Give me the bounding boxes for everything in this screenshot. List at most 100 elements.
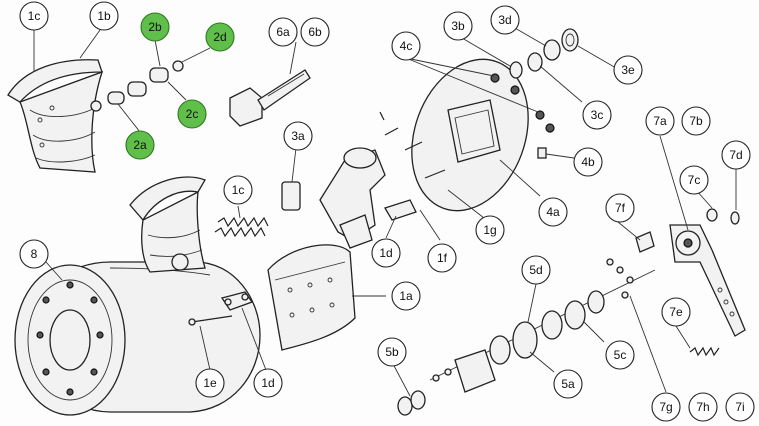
return-spring-mid xyxy=(214,216,269,238)
callout-circle xyxy=(253,368,283,398)
callout-1b: 1b xyxy=(89,1,119,31)
callout-circle xyxy=(645,106,675,136)
callout-2d: 2d xyxy=(205,22,235,52)
callout-1f: 1f xyxy=(427,243,457,273)
callout-3e: 3e xyxy=(613,55,643,85)
callout-label: 2d xyxy=(213,30,226,44)
callout-label: 1f xyxy=(437,251,448,265)
callout-label: 7a xyxy=(653,114,667,128)
callout-circle xyxy=(538,197,568,227)
callout-circle xyxy=(490,5,520,35)
callout-circle xyxy=(125,130,155,160)
callout-label: 1g xyxy=(483,223,496,237)
brake-shoe-lined xyxy=(267,244,356,351)
camshaft xyxy=(229,69,311,127)
callout-label: 4a xyxy=(546,205,560,219)
callout-label: 5b xyxy=(385,345,399,359)
callout-circle xyxy=(613,55,643,85)
callout-label: 3d xyxy=(498,13,511,27)
callout-label: 6a xyxy=(276,25,290,39)
callout-label: 7e xyxy=(669,305,683,319)
bushings-pins xyxy=(90,60,184,112)
callout-8: 8 xyxy=(19,239,49,269)
callout-5b: 5b xyxy=(377,337,407,367)
callout-7f: 7f xyxy=(605,193,635,223)
callout-label: 2b xyxy=(148,20,162,34)
callout-5d: 5d xyxy=(521,255,551,285)
callout-label: 8 xyxy=(31,247,38,261)
callout-label: 5d xyxy=(529,263,542,277)
callout-3d: 3d xyxy=(490,5,520,35)
brake-shoe-top xyxy=(7,59,104,173)
camshaft-bracket xyxy=(429,258,656,393)
callout-circle xyxy=(573,147,603,177)
callout-circle xyxy=(679,165,709,195)
callout-circle xyxy=(651,392,681,422)
callout-circle xyxy=(605,193,635,223)
callout-7b: 7b xyxy=(681,106,711,136)
callout-label: 1a xyxy=(399,289,413,303)
callout-label: 6b xyxy=(308,25,322,39)
slack-adjuster xyxy=(635,208,746,357)
callout-label: 2c xyxy=(186,107,199,121)
callout-label: 1c xyxy=(28,9,41,23)
callout-circle xyxy=(283,121,313,151)
callout-label: 3e xyxy=(621,63,635,77)
callout-label: 5a xyxy=(561,377,575,391)
brake-shoe-middle xyxy=(129,176,206,273)
callout-1e: 1e xyxy=(195,368,225,398)
callout-label: 7b xyxy=(689,114,703,128)
brake-drum xyxy=(14,261,261,416)
callout-circle xyxy=(661,297,691,327)
callout-label: 1d xyxy=(379,246,392,260)
callout-circle xyxy=(300,17,330,47)
callout-circle xyxy=(205,22,235,52)
callout-label: 1e xyxy=(203,376,217,390)
callout-7i: 7i xyxy=(725,392,755,422)
callout-3c: 3c xyxy=(582,100,612,130)
callout-2b: 2b xyxy=(140,12,170,42)
callout-3a: 3a xyxy=(283,121,313,151)
callout-2a: 2a xyxy=(125,130,155,160)
spider-bracket xyxy=(281,147,386,249)
callout-7c: 7c xyxy=(679,165,709,195)
callout-1d-bot: 1d xyxy=(253,368,283,398)
callout-circle xyxy=(371,238,401,268)
callout-label: 3b xyxy=(451,19,465,33)
callout-label: 7d xyxy=(729,148,742,162)
callout-1d-mid: 1d xyxy=(371,238,401,268)
callout-circle xyxy=(223,175,253,205)
callout-circle xyxy=(140,12,170,42)
callout-label: 4b xyxy=(581,155,595,169)
callout-labels: 1c 1b 2b 2d 2a 2c 6a 6b 3a 1c 8 1e 1d 1a 1d 1f 1g 4c 3b 3d 3… xyxy=(19,1,755,422)
callout-circle xyxy=(427,243,457,273)
callout-4a: 4a xyxy=(538,197,568,227)
callout-circle xyxy=(521,255,551,285)
camshaft-seals xyxy=(509,28,579,79)
callout-label: 7c xyxy=(688,173,701,187)
callout-label: 1b xyxy=(97,9,111,23)
callout-7a: 7a xyxy=(645,106,675,136)
callout-circle xyxy=(89,1,119,31)
callout-3b: 3b xyxy=(443,11,473,41)
callout-circle xyxy=(605,340,635,370)
callout-label: 1d xyxy=(261,376,274,390)
callout-circle xyxy=(377,337,407,367)
callout-circle xyxy=(177,99,207,129)
callout-7h: 7h xyxy=(688,392,718,422)
callout-label: 3a xyxy=(291,129,305,143)
callout-4c: 4c xyxy=(391,31,421,61)
callout-7g: 7g xyxy=(651,392,681,422)
callout-label: 7h xyxy=(696,400,709,414)
callout-circle xyxy=(725,392,755,422)
callout-5a: 5a xyxy=(553,369,583,399)
callout-4b: 4b xyxy=(573,147,603,177)
callout-1a: 1a xyxy=(391,281,421,311)
callout-label: 7g xyxy=(659,400,672,414)
callout-circle xyxy=(19,1,49,31)
callout-circle xyxy=(681,106,711,136)
callout-1c-mid: 1c xyxy=(223,175,253,205)
callout-circle xyxy=(553,369,583,399)
